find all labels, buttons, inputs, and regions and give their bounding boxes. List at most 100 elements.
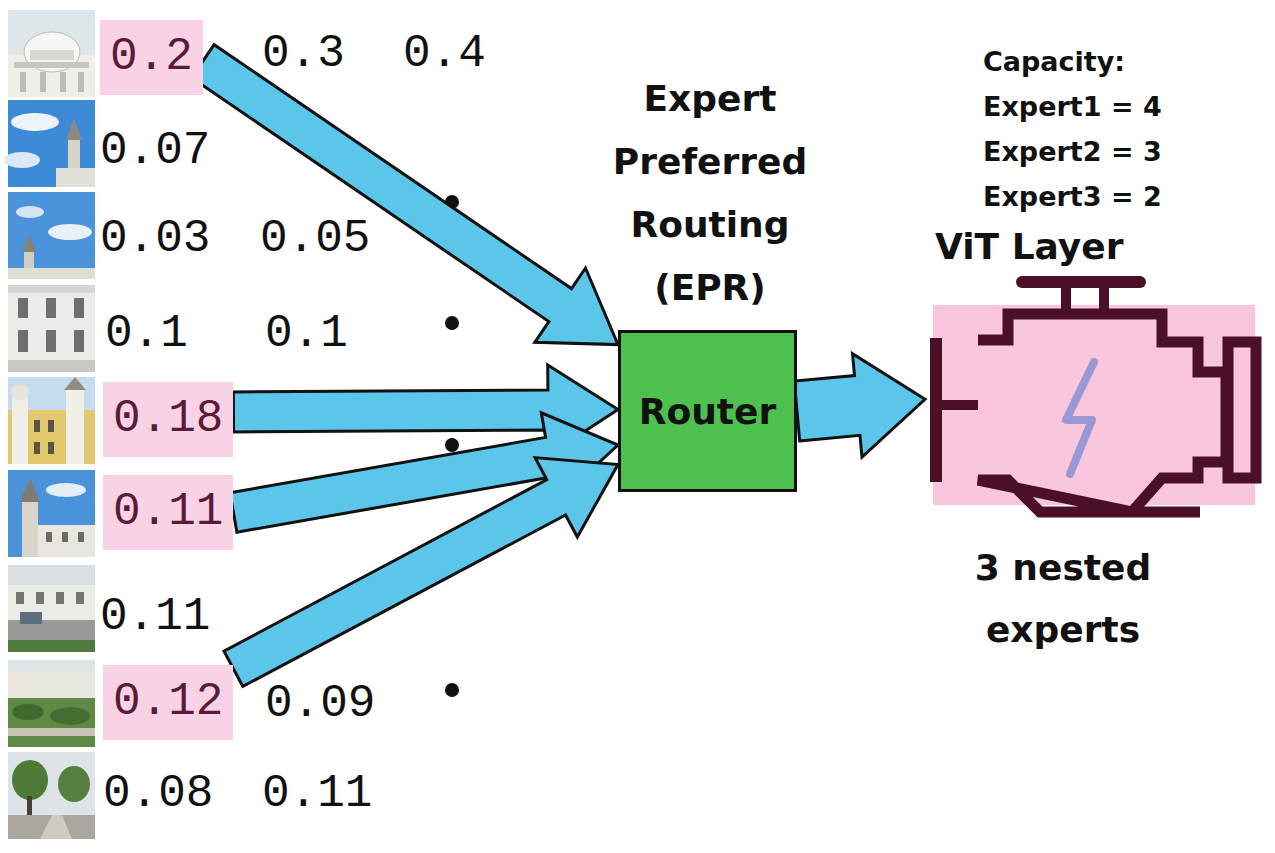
thumbnail-photo — [34, 420, 40, 432]
thumbnail-photo — [62, 532, 68, 542]
thumbnail-photo — [56, 168, 95, 187]
thumbnail-photo — [11, 113, 59, 131]
engine-icon — [1066, 362, 1094, 474]
thumbnail-photo — [20, 612, 42, 624]
thumbnail-photo — [20, 72, 26, 92]
score-value: 0.08 — [103, 767, 213, 822]
thumbnail-photo — [8, 377, 95, 464]
score-value: 0.1 — [265, 307, 348, 362]
thumbnail-photo — [8, 100, 95, 187]
thumbnail-photo — [66, 118, 82, 140]
thumbnail-photo — [34, 442, 40, 454]
thumbnail-photo — [8, 268, 95, 279]
score-value: 0.11 — [100, 590, 210, 645]
node-text: Router — [639, 391, 776, 432]
thumbnail-photo — [48, 224, 92, 240]
thumbnail-photo — [8, 672, 95, 698]
node-heading: ViT Layer — [935, 225, 1123, 269]
thumbnail-photo — [56, 592, 64, 604]
thumbnail-photo — [40, 72, 46, 92]
thumbnail-photo — [8, 285, 95, 293]
node-text: 0.12 — [113, 675, 223, 730]
score-value: 0.4 — [403, 27, 486, 82]
score-value: 0.03 — [100, 212, 210, 267]
vit-layer: ViT Layer3 nested experts — [925, 225, 1270, 650]
thumbnail-photo — [58, 766, 90, 802]
score-cell: 0.11 — [103, 475, 233, 550]
thumbnail-photo — [8, 10, 95, 97]
capacity-text: Capacity: — [983, 40, 1125, 84]
thumbnail-photo — [12, 760, 48, 800]
thumbnail-photo — [8, 360, 95, 372]
bullet-dot — [445, 195, 459, 697]
bullet-dot — [445, 683, 459, 697]
thumbnail-photo — [8, 698, 95, 747]
engine-icon — [1228, 342, 1256, 478]
capacity-text: Expert1 = 4 — [983, 85, 1162, 129]
thumbnail-photo — [8, 377, 95, 464]
score-cell: 0.18 — [103, 382, 233, 457]
thumbnail-photo — [8, 565, 95, 652]
node-heading: Expert Preferred Routing (EPR) — [570, 67, 850, 319]
score-value: 0.3 — [262, 27, 345, 82]
thumbnail-photo — [8, 285, 95, 372]
score-value: 0.11 — [262, 767, 372, 822]
score-value: 0.05 — [260, 212, 370, 267]
thumbnail-photo — [78, 72, 84, 92]
thumbnail-photo — [36, 592, 44, 604]
thumbnail-photo — [46, 532, 52, 542]
thumbnail-photo — [64, 377, 86, 390]
thumbnail-photo — [38, 525, 95, 557]
thumbnail-photo — [14, 62, 89, 68]
bullet-dot — [445, 438, 459, 452]
thumbnail-photo — [8, 660, 95, 747]
node-text: 0.18 — [113, 392, 223, 447]
thumbnail-photo — [8, 10, 95, 97]
thumbnail-photo — [8, 752, 95, 839]
thumbnail-photo — [74, 298, 84, 318]
score-value: 0.09 — [265, 677, 375, 732]
thumbnail-photo — [27, 796, 32, 818]
thumbnail-photo — [18, 330, 28, 352]
score-cell: 0.2 — [100, 20, 203, 95]
thumbnail-photo — [46, 298, 56, 318]
thumbnail-photo — [8, 565, 95, 652]
thumbnail-photo — [22, 234, 36, 252]
thumbnail-photo — [8, 470, 95, 557]
thumbnail-photo — [76, 592, 84, 604]
thumbnail-photo — [16, 206, 44, 218]
thumbnail-photo — [8, 470, 95, 557]
score-value: 0.07 — [100, 124, 210, 179]
thumbnail-photo — [8, 620, 95, 652]
thumbnail-photo — [8, 728, 95, 736]
thumbnail-photo — [20, 478, 40, 502]
thumbnail-photo — [8, 660, 95, 747]
flow-arrow — [794, 354, 925, 458]
thumbnail-photo — [30, 50, 74, 60]
thumbnail-photo — [8, 752, 95, 839]
thumbnail-photo — [16, 592, 24, 604]
thumbnail-photo — [40, 815, 72, 839]
capacity-text: Expert2 = 3 — [983, 130, 1162, 174]
thumbnail-photo — [4, 152, 40, 168]
thumbnail-photo — [8, 192, 95, 279]
node-text: 0.11 — [113, 485, 223, 540]
engine-icon — [936, 400, 978, 410]
thumbnail-photo — [60, 72, 66, 92]
flow-arrow — [224, 458, 618, 687]
node-text: 0.2 — [110, 30, 193, 85]
capacity-text: Expert3 = 2 — [983, 175, 1162, 219]
node-text: 3 nested experts — [943, 537, 1183, 661]
thumbnail-photo — [8, 815, 95, 839]
score-value: 0.1 — [105, 307, 188, 362]
thumbnail-photo — [8, 192, 95, 279]
thumbnail-photo — [48, 442, 54, 454]
thumbnail-photo — [12, 704, 44, 720]
router-box: Expert Preferred Routing (EPR)Router — [618, 330, 797, 492]
thumbnail-photo — [4, 100, 95, 187]
engine-icon — [1022, 276, 1140, 288]
thumbnail-photo — [11, 384, 29, 400]
engine-icon — [933, 282, 1256, 512]
score-cell: 0.12 — [103, 665, 233, 740]
